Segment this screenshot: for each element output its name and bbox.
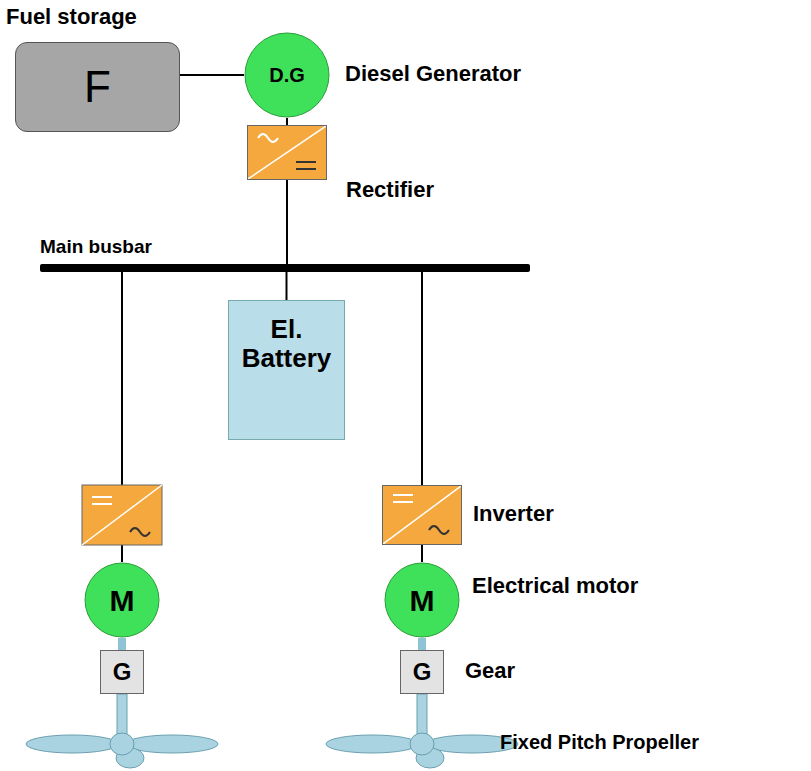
- converter-symbol: [248, 126, 326, 179]
- part-label: Electrical motor: [472, 574, 638, 598]
- motor-circle: M: [84, 562, 160, 638]
- node-text: M: [410, 584, 435, 617]
- motor-shaft: [418, 638, 426, 650]
- node-text: G: [113, 659, 132, 685]
- gear-box: G: [100, 650, 144, 694]
- part-label: Diesel Generator: [345, 62, 521, 86]
- wire: [121, 272, 123, 485]
- node-text: El. Battery: [235, 315, 338, 372]
- wire: [180, 74, 244, 76]
- part-label: Fuel storage: [6, 5, 137, 29]
- propeller: [326, 733, 518, 768]
- propeller-shaft: [117, 694, 127, 736]
- node-text: M: [110, 584, 135, 617]
- wire: [286, 118, 288, 125]
- generator-circle: D.GDiesel Generator: [244, 32, 330, 118]
- part-label: Fixed Pitch Propeller: [500, 731, 699, 754]
- fuel-tank: Fuel storageF: [15, 42, 180, 132]
- wire: [121, 545, 123, 562]
- wire: [286, 272, 288, 300]
- battery-box: El. Battery: [228, 300, 345, 440]
- inverter-symbol: [82, 485, 162, 545]
- gear-box: GGear: [400, 650, 444, 694]
- part-label: Inverter: [473, 502, 554, 526]
- node-text: F: [84, 63, 111, 111]
- propeller: [26, 733, 218, 768]
- rectifier-box: Rectifier: [247, 125, 327, 180]
- motor-circle: MElectrical motor: [384, 562, 460, 638]
- wire: [421, 272, 423, 485]
- part-label: Rectifier: [346, 178, 434, 202]
- wire: [421, 545, 423, 562]
- wire: [286, 180, 288, 264]
- part-label: Gear: [465, 659, 515, 683]
- converter-symbol: [383, 486, 461, 544]
- busbar: Main busbar: [40, 264, 530, 272]
- inverter-box: Inverter: [382, 485, 462, 545]
- node-text: G: [413, 659, 432, 685]
- motor-shaft: [118, 638, 126, 650]
- node-text: D.G: [269, 64, 305, 86]
- part-label: Main busbar: [40, 237, 152, 258]
- propeller-shaft: [417, 694, 427, 736]
